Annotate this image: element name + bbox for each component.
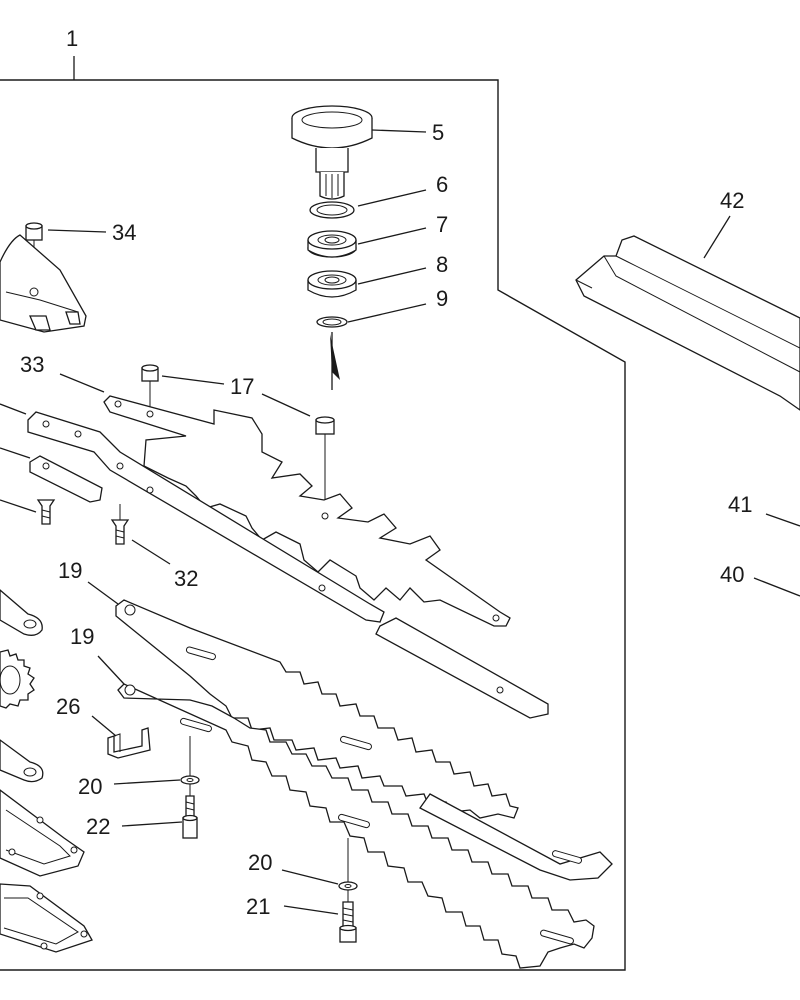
part-32-screw (110, 504, 130, 545)
callout-41: 41 (728, 492, 752, 517)
callout-21: 21 (246, 894, 270, 919)
callout-42: 42 (720, 188, 744, 213)
part-9-snap-ring (316, 316, 348, 328)
gear-case-cover (0, 883, 93, 953)
callout-26: 26 (56, 694, 80, 719)
part-26-bracket (107, 727, 151, 759)
part-22-bolt (182, 784, 198, 839)
assembly-arrow (330, 332, 340, 390)
leader-lines (0, 56, 800, 915)
callout-7: 7 (436, 212, 448, 237)
callout-19-upper: 19 (58, 558, 82, 583)
callout-40: 40 (720, 562, 744, 587)
part-21-bolt (339, 890, 357, 943)
part-33-upper-blade (103, 395, 511, 627)
callout-labels: 1 5 6 7 8 9 34 33 17 32 19 19 26 20 22 2… (20, 26, 752, 919)
drive-gear (0, 649, 35, 709)
callout-5: 5 (432, 120, 444, 145)
part-20-washer-lower (338, 838, 358, 891)
callout-17: 17 (230, 374, 254, 399)
part-19-blade-lower (117, 683, 613, 969)
part-42-blade-cover (575, 235, 800, 411)
callout-33: 33 (20, 352, 44, 377)
gear-case-lower (0, 789, 85, 877)
part-20-washer-upper (180, 736, 200, 785)
part-7-bearing (307, 230, 357, 258)
callout-34: 34 (112, 220, 136, 245)
callout-32: 32 (174, 566, 198, 591)
callout-20-lower: 20 (248, 850, 272, 875)
screw-left (36, 499, 56, 525)
callout-20-upper: 20 (78, 774, 102, 799)
callout-22: 22 (86, 814, 110, 839)
callout-9: 9 (436, 286, 448, 311)
part-8-bearing (307, 270, 357, 298)
part-19-blade-upper (115, 599, 519, 819)
gear-housing (0, 234, 87, 333)
callout-19-lower: 19 (70, 624, 94, 649)
crank-arm-lower (0, 739, 44, 783)
assembly-frame (0, 79, 626, 971)
guide-bar (27, 411, 549, 719)
part-6-snap-ring (309, 201, 355, 219)
part-5-knob (291, 105, 373, 200)
crank-arm-upper (0, 589, 43, 636)
callout-8: 8 (436, 252, 448, 277)
callout-1: 1 (66, 26, 78, 51)
part-17-nut-left (141, 364, 159, 414)
callout-6: 6 (436, 172, 448, 197)
